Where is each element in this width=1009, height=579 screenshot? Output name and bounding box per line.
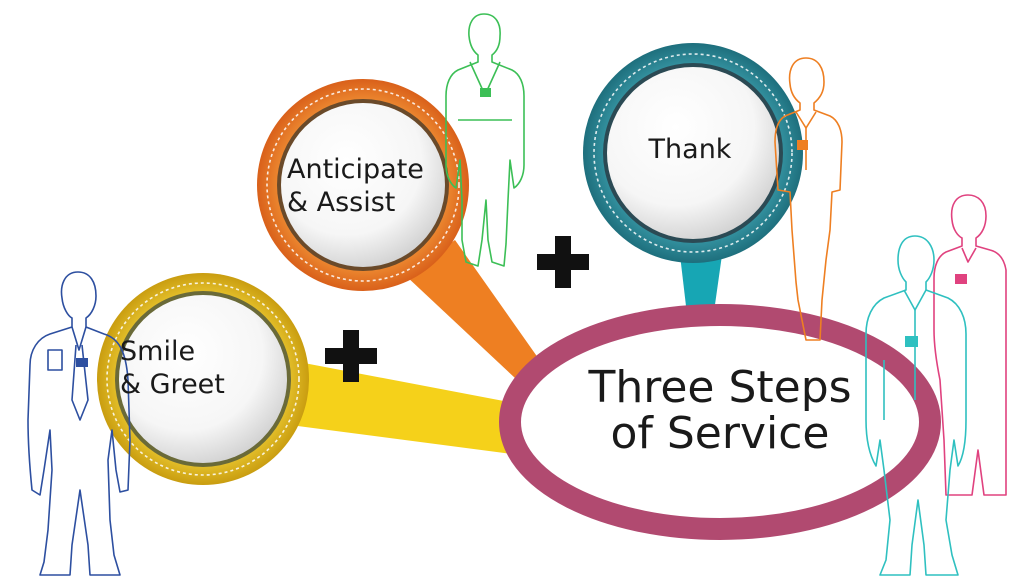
step-label-line1: Thank — [648, 134, 732, 165]
plus-icon — [325, 330, 377, 382]
thank-bubble — [583, 43, 803, 263]
id-badge-icon — [797, 140, 808, 150]
id-badge-icon — [905, 336, 918, 347]
smile-greet-bubble — [97, 273, 309, 485]
id-badge-icon — [480, 88, 491, 97]
anticipate-assist-label: Anticipate & Assist — [287, 154, 457, 220]
center-title-line2: of Service — [610, 408, 830, 460]
thank-label: Thank — [630, 134, 750, 167]
plus-icon — [537, 236, 589, 288]
id-badge-icon — [76, 358, 88, 367]
step-label-line2: & Assist — [287, 186, 396, 218]
smile-greet-label: Smile & Greet — [120, 336, 280, 402]
id-badge-icon — [955, 274, 967, 284]
step-label-line1: Smile — [120, 336, 196, 367]
step-label-line1: Anticipate — [287, 154, 424, 185]
step-label-line2: & Greet — [120, 368, 225, 400]
person-outline-icon — [933, 194, 1007, 496]
center-ellipse — [499, 304, 941, 540]
anticipate-assist-bubble — [257, 79, 469, 291]
center-title-line1: Three Steps — [588, 362, 852, 413]
person-outline-icon — [865, 235, 967, 576]
center-title: Three Steps of Service — [555, 362, 885, 460]
smile-pointer — [262, 355, 525, 455]
person-outline-icon — [27, 271, 131, 576]
anticipate-pointer — [405, 240, 548, 378]
